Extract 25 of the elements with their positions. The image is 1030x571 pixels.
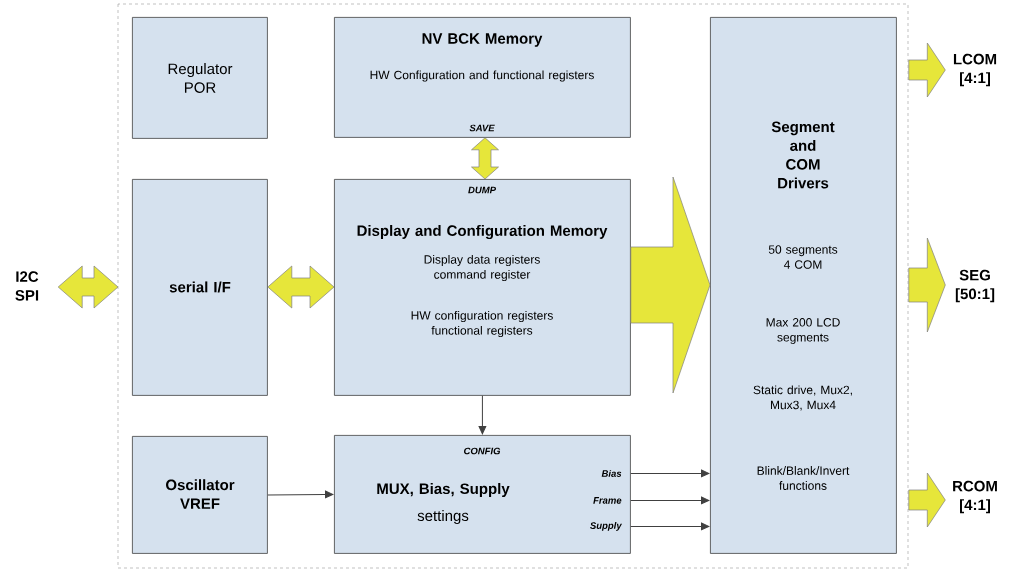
function-block: DUMP Display and Configuration Memory Display data registers command register HW configuration registers functional registers — [334, 179, 631, 396]
arrow — [267, 490, 334, 499]
block-arrow — [57, 265, 119, 309]
signal-label: I2C SPI — [15, 271, 39, 301]
block-arrow — [908, 42, 946, 98]
function-block: Segment and COM Drivers 50 segments 4 COM Max 200 LCD segments Static drive, Mux2, Mux3, Mux4 Blink/Blank/Invert functions — [710, 17, 897, 554]
signal-label: SEG [50:1] — [955, 269, 995, 303]
block-arrow — [630, 176, 711, 394]
signal-label: LCOM [4:1] — [953, 53, 997, 87]
edge-label: Supply — [588, 521, 623, 532]
signal-label: RCOM [4:1] — [953, 480, 997, 514]
function-block: NV BCK Memory HW Configuration and functional registers SAVE — [334, 17, 631, 138]
block-arrow — [908, 472, 946, 528]
edge-label: Frame — [592, 496, 623, 505]
block-arrow — [267, 265, 335, 309]
function-block: Regulator POR — [132, 17, 268, 139]
block-arrow — [908, 237, 946, 333]
arrow — [630, 522, 710, 531]
function-block: Oscillator VREF — [132, 436, 268, 554]
edge-label: Bias — [600, 468, 623, 478]
function-block: serial I/F — [132, 179, 268, 396]
arrow — [478, 395, 487, 435]
block-arrow — [471, 137, 499, 180]
arrow — [630, 496, 710, 505]
arrow — [630, 469, 710, 478]
